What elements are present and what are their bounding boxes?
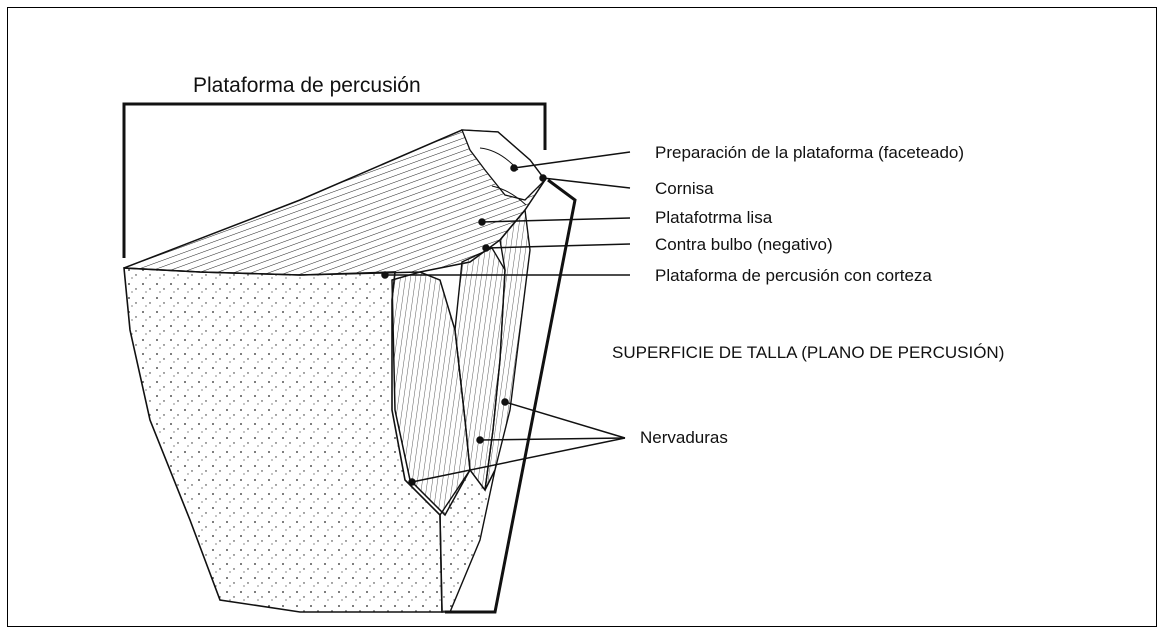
label-contra-bulbo: Contra bulbo (negativo) (655, 236, 833, 253)
label-preparacion: Preparación de la plataforma (faceteado) (655, 144, 964, 161)
label-cornisa: Cornisa (655, 180, 714, 197)
label-lisa: Platafotrma lisa (655, 209, 772, 226)
label-corteza: Plataforma de percusión con corteza (655, 267, 932, 284)
label-nervaduras: Nervaduras (640, 429, 728, 446)
title-platform: Plataforma de percusión (193, 75, 421, 96)
label-superficie: SUPERFICIE DE TALLA (PLANO DE PERCUSIÓN) (612, 344, 1004, 361)
